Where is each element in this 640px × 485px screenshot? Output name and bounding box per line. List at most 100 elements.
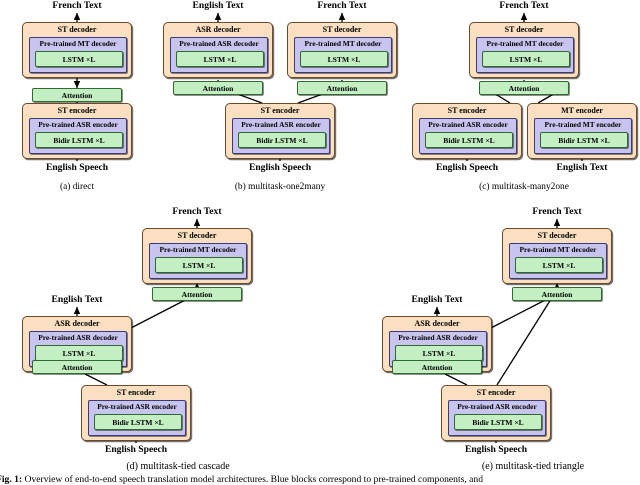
panel-d-st-encoder-block: ST encoder Pre-trained ASR encoder Bidir… [81, 385, 191, 441]
panel-c-input-label-speech: English Speech [435, 162, 499, 173]
panel-e-attention-label-top: Attention [541, 289, 573, 299]
panel-e-attention-label-bottom: Attention [421, 362, 453, 372]
panel-e-attention-block-bottom: Attention [392, 360, 482, 374]
panel-d-attention-label-top: Attention [181, 289, 213, 299]
panel-e-output-label-french: French Text [532, 206, 582, 217]
panel-e-bidir-lstm-block: Bidir LSTM ×L [454, 414, 542, 430]
panel-e-st-encoder-block: ST encoder Pre-trained ASR encoder Bidir… [441, 385, 551, 441]
panel-d-bidir-lstm-block: Bidir LSTM ×L [94, 414, 182, 430]
panel-e-output-label-english: English Text [411, 294, 463, 305]
panel-d-st-encoder-label: ST encoder [116, 388, 156, 397]
panel-d-bidir-lstm-label: Bidir LSTM ×L [112, 418, 164, 427]
panel-c-st-encoder-block: ST encoder Pre-trained ASR encoder Bidir… [412, 103, 522, 159]
panel-c-subcaption: (c) multitask-many2one [479, 182, 569, 192]
panel-e-pretrained-mt-decoder-label: Pre-trained MT decoder [519, 245, 597, 254]
panel-a-st-encoder-label: ST encoder [57, 106, 97, 115]
panel-b-st-decoder-label: ST decoder [322, 25, 362, 34]
panel-a-st-encoder-block: ST encoder Pre-trained ASR encoder Bidir… [22, 103, 132, 159]
panel-c-attention-block: Attention [479, 81, 569, 95]
panel-c-pretrained-mt-decoder-label: Pre-trained MT decoder [486, 39, 564, 48]
panel-b-st-encoder-label: ST encoder [260, 106, 300, 115]
panel-c-output-label: French Text [499, 0, 549, 11]
panel-d-output-label-french: French Text [172, 206, 222, 217]
panel-b-pretrained-asr-encoder-label: Pre-trained ASR encoder [241, 120, 321, 129]
panel-b-pretrained-mt-decoder-block: Pre-trained MT decoder LSTM ×L [294, 37, 392, 73]
panel-d-lstm-block-asr: LSTM ×L [35, 345, 123, 361]
panel-a-pretrained-mt-decoder-label: Pre-trained MT decoder [39, 39, 117, 48]
panel-b-asr-decoder-block: ASR decoder Pre-trained ASR decoder LSTM… [163, 22, 273, 78]
panel-b-pretrained-mt-decoder-label: Pre-trained MT decoder [304, 39, 382, 48]
panel-a-st-decoder-label: ST decoder [57, 25, 97, 34]
panel-e-lstm-label-asr: LSTM ×L [422, 349, 456, 358]
panel-a-input-label: English Speech [45, 162, 109, 173]
panel-c-lstm-label: LSTM ×L [509, 55, 543, 64]
panel-e-lstm-block-asr: LSTM ×L [395, 345, 483, 361]
panel-c-mt-encoder-block: MT encoder Pre-trained MT encoder Bidir … [527, 103, 637, 159]
panel-b-output-label-right: French Text [317, 0, 367, 11]
panel-b-attention-block-left: Attention [173, 81, 263, 95]
panel-b-attention-label-left: Attention [202, 83, 234, 93]
panel-c-bidir-lstm-label-left: Bidir LSTM ×L [443, 136, 495, 145]
panel-e-input-label: English Speech [464, 444, 528, 455]
panel-d-st-decoder-block: ST decoder Pre-trained MT decoder LSTM ×… [142, 228, 252, 284]
panel-a-bidir-lstm-block: Bidir LSTM ×L [35, 132, 123, 148]
panel-b-attention-label-right: Attention [326, 83, 358, 93]
panel-a-pretrained-mt-decoder-block: Pre-trained MT decoder LSTM ×L [29, 37, 127, 73]
panel-a-attention-label: Attention [61, 90, 93, 100]
panel-c-pretrained-asr-encoder-block: Pre-trained ASR encoder Bidir LSTM ×L [419, 118, 517, 154]
panel-e-asr-decoder-label: ASR decoder [414, 319, 460, 328]
panel-b-pretrained-asr-decoder-block: Pre-trained ASR decoder LSTM ×L [170, 37, 268, 73]
panel-c-pretrained-asr-encoder-label: Pre-trained ASR encoder [428, 120, 508, 129]
panel-b-lstm-label-right: LSTM ×L [327, 55, 361, 64]
panel-c-st-decoder-label: ST decoder [504, 25, 544, 34]
panel-c-bidir-lstm-label-right: Bidir LSTM ×L [558, 136, 610, 145]
panel-d-pretrained-asr-decoder-label: Pre-trained ASR decoder [38, 333, 118, 342]
panel-a-attention-block: Attention [32, 88, 122, 102]
panel-a-pretrained-asr-encoder-label: Pre-trained ASR encoder [38, 120, 118, 129]
panel-d-output-label-english: English Text [51, 294, 103, 305]
panel-a-pretrained-asr-encoder-block: Pre-trained ASR encoder Bidir LSTM ×L [29, 118, 127, 154]
panel-b-pretrained-asr-decoder-label: Pre-trained ASR decoder [179, 39, 259, 48]
panel-b-st-encoder-block: ST encoder Pre-trained ASR encoder Bidir… [225, 103, 335, 159]
panel-a-lstm-label: LSTM ×L [62, 55, 96, 64]
panel-c-attention-label: Attention [508, 83, 540, 93]
panel-a-lstm-block: LSTM ×L [35, 51, 123, 67]
panel-e-pretrained-mt-decoder-block: Pre-trained MT decoder LSTM ×L [509, 243, 607, 279]
panel-b-bidir-lstm-block: Bidir LSTM ×L [238, 132, 326, 148]
panel-e-pretrained-asr-decoder-label: Pre-trained ASR decoder [398, 333, 478, 342]
panel-a-st-decoder-block: ST decoder Pre-trained MT decoder LSTM ×… [22, 22, 132, 78]
panel-d-st-decoder-label: ST decoder [177, 231, 217, 240]
panel-b-pretrained-asr-encoder-block: Pre-trained ASR encoder Bidir LSTM ×L [232, 118, 330, 154]
panel-c-bidir-lstm-block-right: Bidir LSTM ×L [540, 132, 628, 148]
panel-c-mt-encoder-label: MT encoder [561, 106, 603, 115]
panel-d-pretrained-mt-decoder-block: Pre-trained MT decoder LSTM ×L [149, 243, 247, 279]
panel-e-lstm-block-st: LSTM ×L [515, 257, 603, 273]
panel-d-pretrained-asr-encoder-block: Pre-trained ASR encoder Bidir LSTM ×L [88, 400, 186, 436]
panel-a-output-label: French Text [52, 0, 102, 11]
panel-b-st-decoder-block: ST decoder Pre-trained MT decoder LSTM ×… [287, 22, 397, 78]
panel-b-lstm-label-left: LSTM ×L [203, 55, 237, 64]
panel-c-input-label-text: English Text [556, 162, 608, 173]
panel-c-bidir-lstm-block-left: Bidir LSTM ×L [425, 132, 513, 148]
panel-b-bidir-lstm-label: Bidir LSTM ×L [256, 136, 308, 145]
panel-d-asr-decoder-label: ASR decoder [54, 319, 100, 328]
panel-e-st-decoder-block: ST decoder Pre-trained MT decoder LSTM ×… [502, 228, 612, 284]
panel-e-pretrained-asr-encoder-label: Pre-trained ASR encoder [457, 402, 537, 411]
panel-b-attention-block-right: Attention [297, 81, 387, 95]
panel-b-lstm-block-left: LSTM ×L [176, 51, 264, 67]
panel-e-bidir-lstm-label: Bidir LSTM ×L [472, 418, 524, 427]
panel-b-subcaption: (b) multitask-one2many [234, 182, 326, 192]
panel-b-lstm-block-right: LSTM ×L [300, 51, 388, 67]
panel-b-output-label-left: English Text [192, 0, 244, 11]
figure-caption-text: Overview of end-to-end speech translatio… [24, 474, 484, 485]
panel-d-lstm-label-st: LSTM ×L [182, 261, 216, 270]
panel-e-lstm-label-st: LSTM ×L [542, 261, 576, 270]
panel-e-st-encoder-label: ST encoder [476, 388, 516, 397]
panel-c-lstm-block: LSTM ×L [482, 51, 570, 67]
figure-caption: Fig. 1: Overview of end-to-end speech tr… [0, 474, 483, 485]
panel-e-st-decoder-label: ST decoder [537, 231, 577, 240]
panel-e-pretrained-asr-encoder-block: Pre-trained ASR encoder Bidir LSTM ×L [448, 400, 546, 436]
panel-c-pretrained-mt-decoder-block: Pre-trained MT decoder LSTM ×L [476, 37, 574, 73]
panel-d-attention-label-bottom: Attention [61, 362, 93, 372]
